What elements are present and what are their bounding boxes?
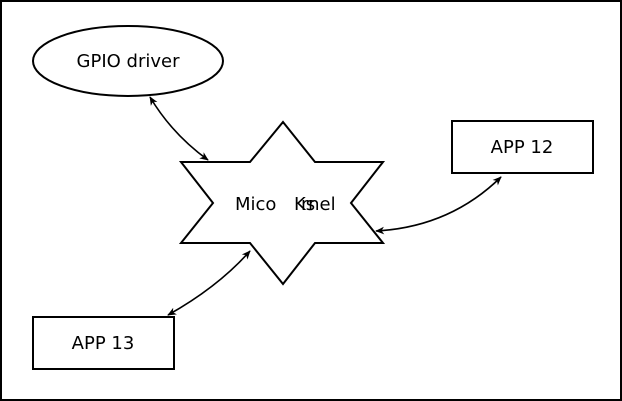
app-13-node: APP 13: [32, 316, 175, 370]
gpio-driver-node: GPIO driver: [32, 25, 224, 97]
app-12-node: APP 12: [451, 120, 594, 174]
micro-kernel-label-overlap: Ks: [294, 194, 315, 215]
micro-kernel-shape: [178, 120, 386, 286]
connector-app13-kernel: [167, 250, 251, 316]
connector-app12-kernel: [375, 176, 502, 235]
micro-kernel-label-left: Mico: [235, 194, 276, 215]
micro-kernel-node: Mico Ks rnel: [178, 120, 386, 286]
connector-gpio-kernel: [149, 96, 209, 161]
micro-kernel-label-right: rnel: [301, 194, 336, 215]
gpio-driver-label: GPIO driver: [77, 51, 181, 72]
app-13-label: APP 13: [72, 333, 135, 354]
app-13-shape: [32, 316, 175, 370]
gpio-driver-shape: [32, 25, 224, 97]
app-12-label: APP 12: [491, 137, 554, 158]
app-12-shape: [451, 120, 594, 174]
